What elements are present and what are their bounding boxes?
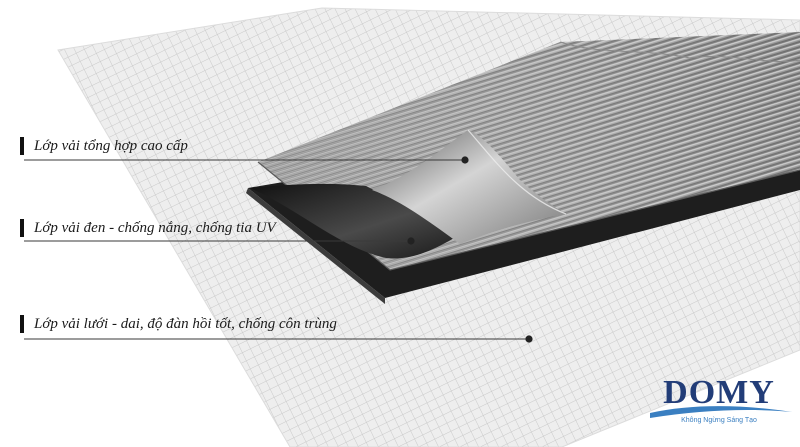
pointer-dot-1 (461, 156, 469, 164)
pointer-dot-2 (407, 237, 415, 245)
logo-wordmark: DOMY (663, 374, 775, 411)
pointer-dot-3 (525, 335, 533, 343)
fabric-layer-curl (372, 130, 566, 244)
logo-wave-icon (650, 406, 792, 418)
layer-label-mesh: Lớp vải lưới - dai, độ đàn hồi tốt, chốn… (20, 315, 337, 333)
brand-logo: DOMY Không Ngừng Sáng Tạo (644, 374, 794, 436)
logo-tagline: Không Ngừng Sáng Tạo (681, 417, 757, 424)
layer-label-black-uv: Lớp vải đen - chống nắng, chống tia UV (20, 219, 276, 237)
layer-label-synthetic: Lớp vải tổng hợp cao cấp (20, 137, 188, 155)
black-layer-curl (250, 183, 478, 259)
